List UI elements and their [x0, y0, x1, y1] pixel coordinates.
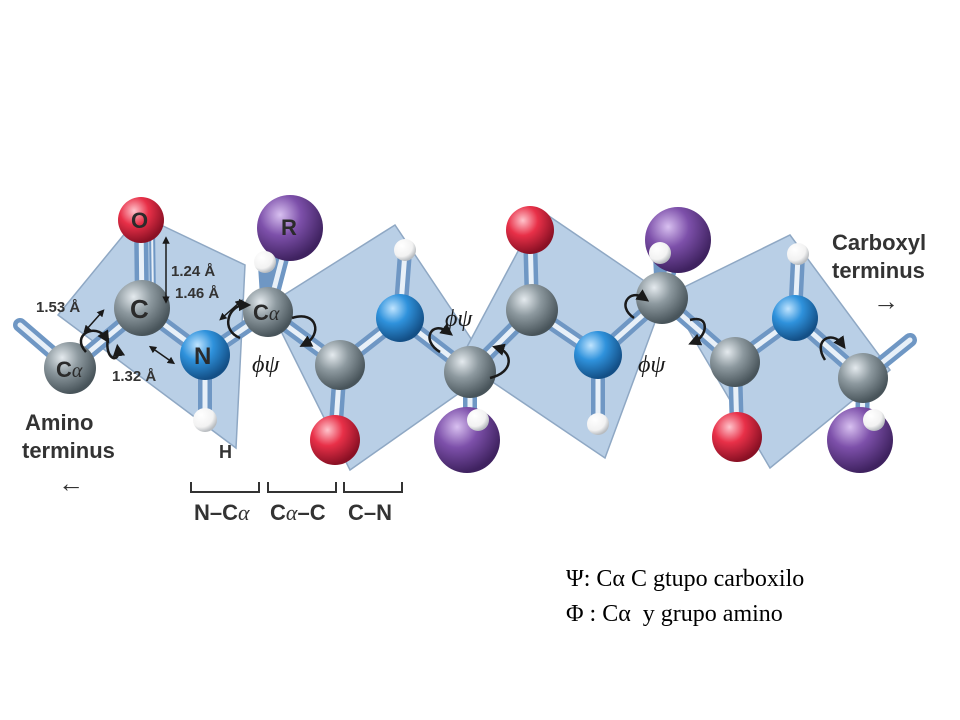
nitrogen-atom [772, 295, 818, 341]
hydrogen-atom [467, 409, 489, 431]
carbon-atom [315, 340, 365, 390]
r-group-atom [434, 407, 500, 473]
hydrogen-atom [254, 251, 276, 273]
bond-label-c-n: C–N [348, 500, 392, 525]
carbon-alpha-atom [243, 287, 293, 337]
bond-lengths: 1.53 Å 1.24 Å 1.46 Å 1.32 Å [36, 236, 243, 385]
carbon-label: C [130, 294, 149, 324]
hydrogen-atom [649, 242, 671, 264]
nitrogen-atom [180, 330, 230, 380]
carboxyl-terminus-label: Carboxyl [832, 230, 926, 255]
hydrogen-atom [787, 243, 809, 265]
carbon-alpha-label: Cα [253, 300, 280, 325]
atom-labels: O C N R H Cα Cα [56, 208, 297, 462]
phi-psi-label: ϕψ [445, 306, 473, 332]
distance-label: 1.46 Å [175, 285, 219, 302]
carboxyl-terminus-label: terminus [832, 258, 925, 283]
oxygen-atom [712, 412, 762, 462]
carbon-alpha-label: Cα [56, 357, 83, 382]
carbon-atom [710, 337, 760, 387]
rotation-arrows [79, 289, 846, 380]
oxygen-atom [310, 415, 360, 465]
nitrogen-atom [376, 294, 424, 342]
hydrogen-label: H [219, 442, 232, 462]
phi-definition: Φ : Cα y grupo amino [566, 601, 783, 627]
r-group-atom [257, 195, 323, 261]
angle-legend: Ψ: Cα C gtupo carboxilo Φ : Cα y grupo a… [566, 562, 804, 632]
nitrogen-label: N [194, 343, 211, 370]
phi-psi-label: ϕψ [638, 352, 666, 378]
r-group-label: R [281, 215, 297, 240]
carboxyl-arrow-icon: → [873, 286, 899, 316]
oxygen-atom [118, 197, 164, 243]
nitrogen-atom [574, 331, 622, 379]
distance-label: 1.53 Å [36, 299, 80, 316]
atoms [44, 195, 893, 473]
hydrogen-atom [587, 413, 609, 435]
carbon-alpha-atom [44, 342, 96, 394]
carbon-alpha-atom [636, 272, 688, 324]
terminus-labels: Amino terminus ← Carboxyl terminus → [22, 230, 926, 498]
phi-psi-label: ϕψ [252, 352, 280, 378]
r-group-atom [645, 207, 711, 273]
distance-label: 1.24 Å [171, 263, 215, 280]
amino-terminus-label: terminus [22, 438, 115, 463]
oxygen-label: O [131, 208, 148, 233]
torsion-angle-labels: ϕψ ϕψ ϕψ [252, 306, 666, 378]
carbon-alpha-atom [838, 353, 888, 403]
amino-terminus-label: Amino [25, 410, 93, 435]
bond-label-n-ca: N–Cα [194, 500, 250, 525]
carbon-alpha-atom [444, 346, 496, 398]
distance-label: 1.32 Å [112, 368, 156, 385]
psi-definition: Ψ: Cα C gtupo carboxilo [566, 566, 805, 592]
amino-arrow-icon: ← [58, 468, 84, 498]
carbon-atom [114, 280, 170, 336]
hydrogen-atom [863, 409, 885, 431]
oxygen-atom [506, 206, 554, 254]
bond-brackets: N–Cα Cα–C C–N [190, 482, 403, 525]
hydrogen-atom [193, 408, 217, 432]
carbon-atom [506, 284, 558, 336]
bond-label-ca-c: Cα–C [270, 500, 326, 525]
hydrogen-atom [394, 239, 416, 261]
